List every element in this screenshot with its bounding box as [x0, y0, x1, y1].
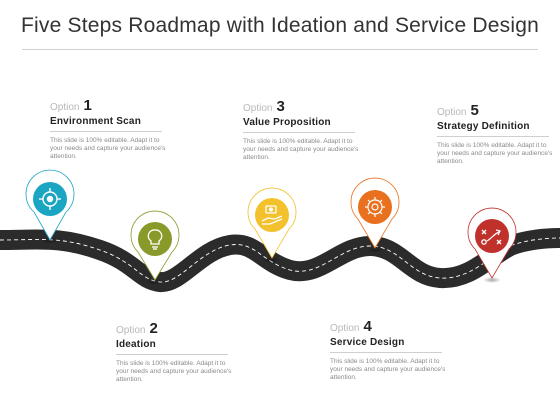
step-2-divider	[116, 354, 228, 355]
step-5-heading: Strategy Definition	[437, 121, 530, 132]
step-4-description: This slide is 100% editable. Adapt it to…	[330, 358, 446, 381]
pin-step-2	[130, 210, 180, 285]
step-1-option-label: Option	[50, 102, 80, 113]
step-2-number: 2	[149, 320, 158, 337]
target-icon	[39, 188, 61, 210]
step-2-heading: Ideation	[116, 339, 156, 350]
step-3-number: 3	[276, 98, 285, 115]
strategy-icon	[481, 229, 502, 245]
step-3-description: This slide is 100% editable. Adapt it to…	[243, 138, 359, 161]
step-5-description: This slide is 100% editable. Adapt it to…	[437, 142, 553, 165]
gear-brain-icon	[365, 197, 385, 217]
step-4-option-label: Option	[330, 323, 360, 334]
step-5-number: 5	[470, 102, 479, 119]
step-1-number: 1	[83, 97, 92, 114]
pin-step-1	[25, 169, 75, 244]
step-2-option-label: Option	[116, 325, 146, 336]
step-4-divider	[330, 352, 442, 353]
step-3-divider	[243, 132, 355, 133]
step-1-heading: Environment Scan	[50, 116, 141, 127]
step-2-description: This slide is 100% editable. Adapt it to…	[116, 360, 232, 383]
step-4-heading: Service Design	[330, 337, 405, 348]
pin-step-5	[467, 207, 517, 283]
lightbulb-icon	[147, 229, 163, 250]
pin-step-4	[350, 177, 400, 253]
title-divider	[22, 49, 538, 50]
road-center-line	[0, 237, 560, 283]
step-4-number: 4	[363, 318, 372, 335]
step-5-divider	[437, 136, 549, 137]
step-1-divider	[50, 131, 162, 132]
step-3-option-label: Option	[243, 103, 273, 114]
hand-money-icon	[261, 205, 283, 225]
step-1-description: This slide is 100% editable. Adapt it to…	[50, 137, 166, 160]
step-3-heading: Value Proposition	[243, 117, 331, 128]
pin-step-3	[247, 187, 297, 263]
page-title: Five Steps Roadmap with Ideation and Ser…	[21, 14, 539, 37]
step-5-option-label: Option	[437, 107, 467, 118]
